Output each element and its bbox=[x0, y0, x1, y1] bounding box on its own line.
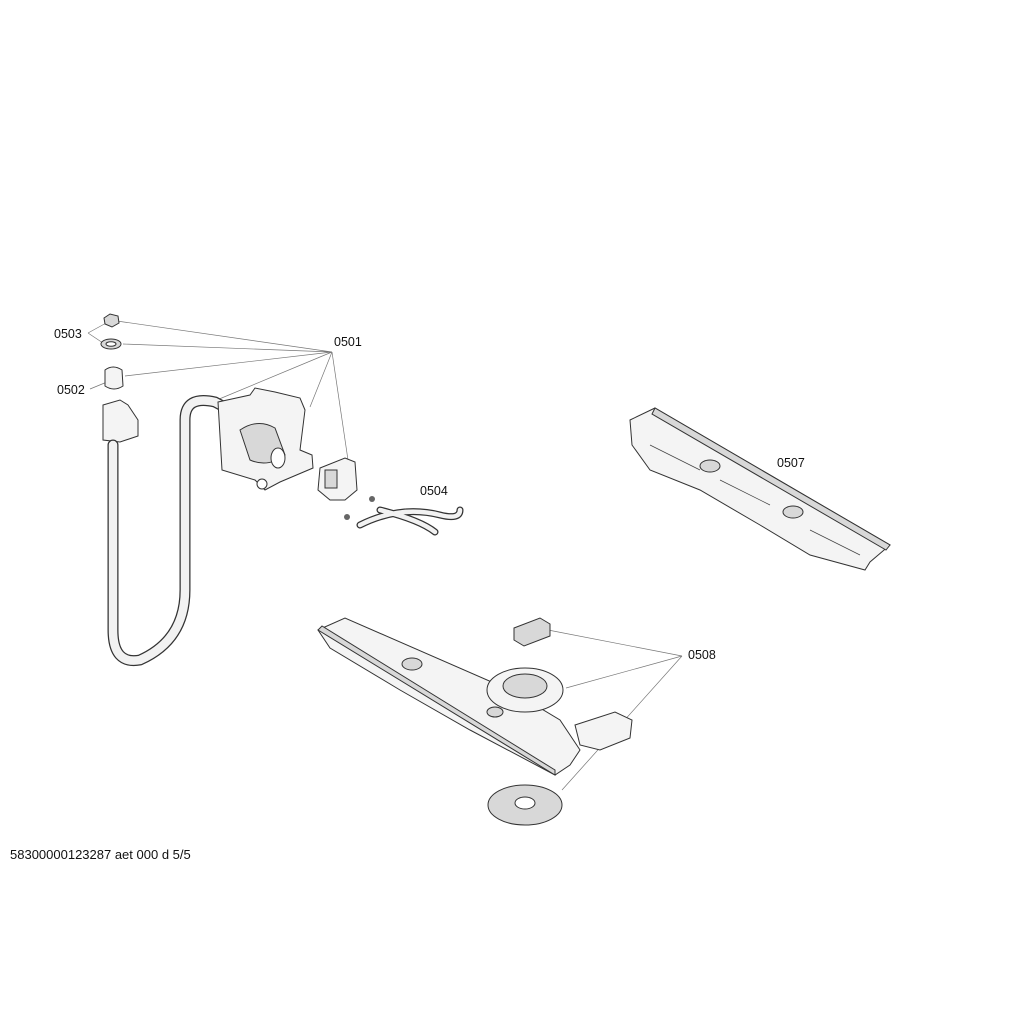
part-0508-rail-assembly bbox=[317, 617, 633, 826]
label-0503: 0503 bbox=[54, 327, 82, 341]
label-0504: 0504 bbox=[420, 484, 448, 498]
label-0508: 0508 bbox=[688, 648, 716, 662]
label-0502: 0502 bbox=[57, 383, 85, 397]
part-0503-fitting bbox=[100, 313, 122, 350]
document-reference: 58300000123287 aet 000 d 5/5 bbox=[10, 847, 191, 862]
part-0501-solenoid-valve bbox=[317, 457, 375, 520]
part-0507-rail bbox=[629, 407, 891, 571]
label-0507: 0507 bbox=[777, 456, 805, 470]
part-0502-cap bbox=[104, 366, 124, 390]
label-0501: 0501 bbox=[334, 335, 362, 349]
part-0504-hoses bbox=[356, 506, 464, 536]
part-0501-inlet-hose bbox=[102, 387, 314, 667]
leader-lines bbox=[87, 320, 683, 791]
